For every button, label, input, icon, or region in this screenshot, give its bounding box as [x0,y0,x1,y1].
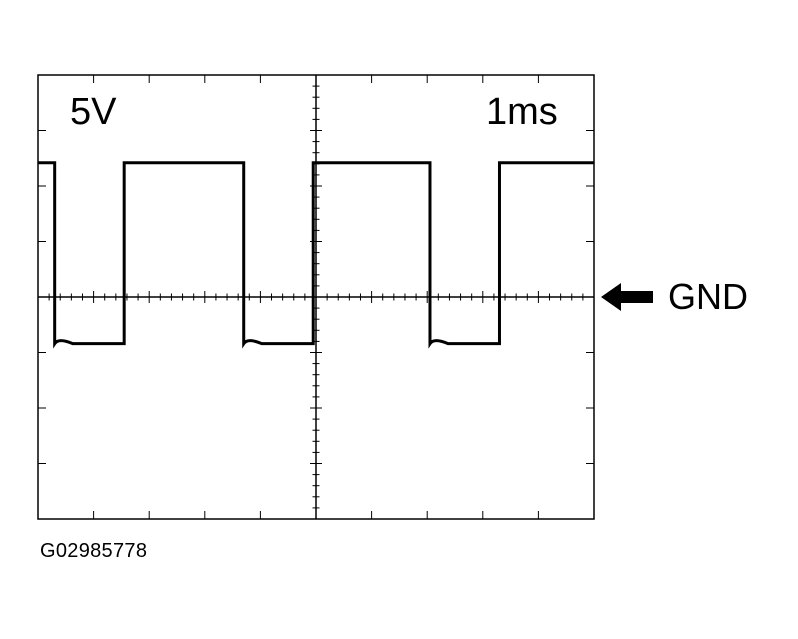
voltage-division-label: 5V [70,91,117,133]
scope-grid [37,74,595,520]
figure-id: G02985778 [40,540,148,562]
waveform-line [38,161,594,349]
ground-marker: GND [601,276,748,317]
waveform-trace [38,161,594,349]
time-division-label: 1ms [486,91,558,133]
ground-label: GND [668,276,748,317]
left-arrow-icon [601,283,653,311]
